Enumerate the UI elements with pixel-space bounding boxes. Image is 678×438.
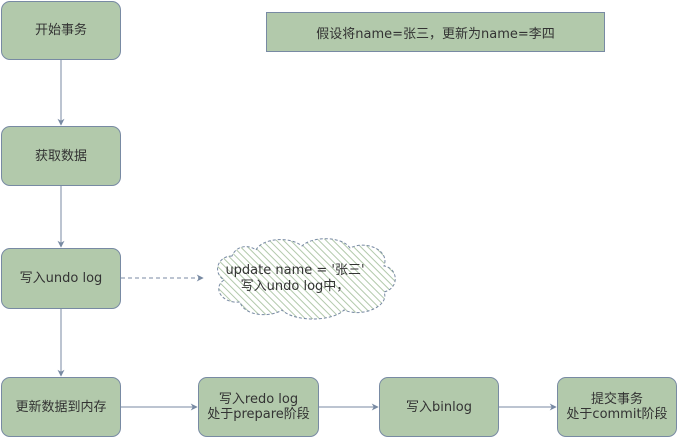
node-write-redo-log-line1: 写入redo log xyxy=(218,392,299,407)
node-fetch-data-label: 获取数据 xyxy=(34,148,87,164)
node-commit-transaction: 提交事务 处于commit阶段 xyxy=(557,377,677,437)
assumption-text: 假设将name=张三，更新为name=李四 xyxy=(316,26,555,42)
assumption-box: 假设将name=张三，更新为name=李四 xyxy=(266,12,605,52)
node-write-binlog: 写入binlog xyxy=(379,377,499,437)
node-start-transaction: 开始事务 xyxy=(1,1,121,60)
undo-note-line1: update name = '张三' xyxy=(225,263,365,278)
undo-note-line2: 写入undo log中， xyxy=(240,279,350,294)
node-write-redo-log-line2: 处于prepare阶段 xyxy=(207,407,310,422)
node-update-memory-label: 更新数据到内存 xyxy=(15,399,107,415)
node-fetch-data: 获取数据 xyxy=(1,126,121,186)
undo-note-cloud xyxy=(217,238,396,320)
node-start-transaction-label: 开始事务 xyxy=(34,23,87,38)
node-write-undo-log-label: 写入undo log xyxy=(19,271,103,286)
node-write-undo-log: 写入undo log xyxy=(1,248,121,309)
node-commit-transaction-line1: 提交事务 xyxy=(590,392,643,407)
node-write-redo-log: 写入redo log 处于prepare阶段 xyxy=(198,377,319,437)
node-commit-transaction-line2: 处于commit阶段 xyxy=(566,407,668,422)
undo-note-text: update name = '张三' 写入undo log中， xyxy=(210,263,380,295)
node-write-binlog-label: 写入binlog xyxy=(406,399,472,415)
node-update-memory: 更新数据到内存 xyxy=(1,377,121,437)
